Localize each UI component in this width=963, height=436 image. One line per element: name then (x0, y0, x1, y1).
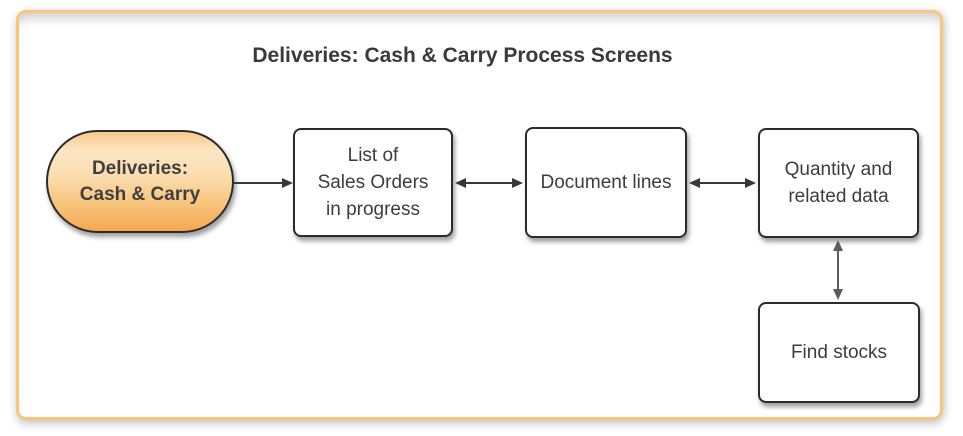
node-text-line: Quantity and (784, 159, 893, 180)
diagram-title: Deliveries: Cash & Carry Process Screens (252, 44, 673, 67)
connector-sales-orders-document-lines (455, 178, 523, 188)
arrow-head-icon (512, 178, 523, 188)
node-text-line: Document lines (540, 172, 672, 193)
node-list-of-sales-orders: List of Sales Orders in progress (293, 128, 453, 237)
node-text-line: in progress (326, 199, 420, 220)
node-quantity-and-related-data: Quantity and related data (758, 128, 919, 238)
node-document-lines: Document lines (525, 127, 687, 238)
connector-quantity-find-stocks (833, 240, 843, 300)
node-text-line: Deliveries: (91, 157, 189, 179)
arrow-head-icon (833, 289, 843, 300)
node-text-line: Sales Orders (317, 172, 429, 193)
connector-start-to-sales-orders (234, 178, 293, 188)
node-text-line: Cash & Carry (79, 183, 201, 205)
node-text-line: related data (788, 186, 889, 207)
node-text-line: List of (347, 145, 399, 166)
arrow-head-icon (745, 178, 756, 188)
node-find-stocks: Find stocks (758, 302, 920, 403)
node-text-line: Find stocks (790, 342, 888, 363)
connector-document-lines-quantity (689, 178, 756, 188)
diagram-frame: Deliveries: Cash & Carry Process Screens… (16, 10, 943, 420)
arrow-head-icon (455, 178, 466, 188)
arrow-head-icon (689, 178, 700, 188)
arrow-head-icon (282, 178, 293, 188)
node-deliveries-cash-and-carry: Deliveries: Cash & Carry (46, 130, 234, 233)
arrow-head-icon (833, 240, 843, 251)
